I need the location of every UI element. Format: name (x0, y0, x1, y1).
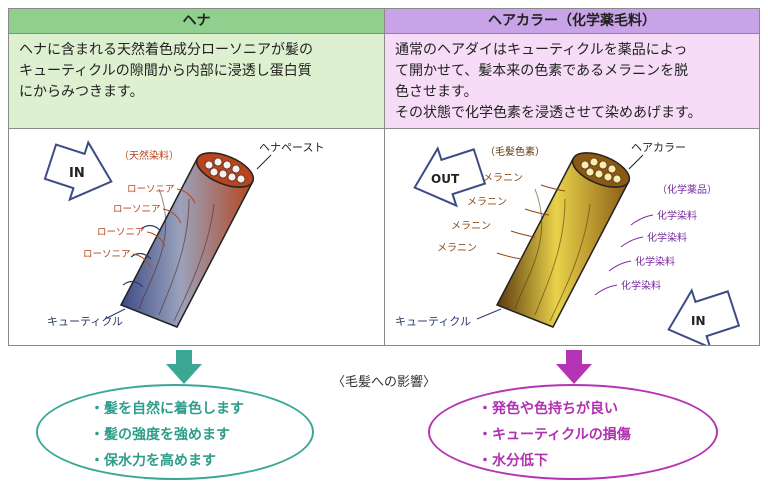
chemical-dye-label: 化学染料 (657, 209, 697, 222)
henna-header: ヘナ (9, 9, 384, 33)
haircolor-cuticle-pointer (476, 308, 502, 320)
hair-color-label: ヘアカラー (631, 141, 686, 154)
haircolor-hair-strand-icon (495, 152, 631, 328)
natural-dye-label: （天然染料） (119, 149, 179, 162)
haircolor-desc-line: て開かせて、髪本来の色素であるメラニンを脱 (395, 63, 689, 79)
henna-effects: ・髪を自然に着色します ・髪の強度を強めます ・保水力を高めます (36, 384, 314, 480)
haircolor-effect-item: ・発色や色持ちが良い (478, 401, 618, 417)
haircolor-cuticle-label: キューティクル (395, 315, 471, 328)
description-divider (8, 128, 760, 129)
impact-title: 〈毛髪への影響〉 (331, 375, 436, 390)
haircolor-in-label: IN (691, 314, 706, 328)
in-arrow-icon (43, 140, 113, 202)
melanin-arrows (496, 184, 566, 260)
chemical-dye-label: 化学染料 (635, 255, 675, 268)
melanin-label: メラニン (467, 196, 507, 208)
henna-in-label: IN (69, 166, 85, 181)
out-arrow-icon (413, 146, 487, 208)
melanin-label: メラニン (437, 242, 477, 254)
henna-cuticle-pointer (104, 308, 126, 320)
henna-paste-pointer (256, 154, 272, 170)
haircolor-desc-line: その状態で化学色素を浸透させて染めあげます。 (395, 105, 702, 121)
lawsone-arrows (132, 188, 196, 269)
henna-description: ヘナに含まれる天然着色成分ローソニアが髪の キューティクルの隙間から内部に浸透し… (9, 34, 384, 128)
haircolor-effect-item: ・水分低下 (478, 453, 548, 469)
chemical-dye-label: 化学染料 (621, 279, 661, 292)
haircolor-effects: ・発色や色持ちが良い ・キューティクルの損傷 ・水分低下 (428, 384, 718, 480)
chemical-dye-label: 化学染料 (647, 231, 687, 244)
lawsone-label: ローソニア (83, 249, 131, 260)
haircolor-desc-line: 色させます。 (395, 84, 478, 100)
henna-cuticle-label: キューティクル (47, 315, 123, 328)
henna-hair-strand-icon (119, 152, 255, 328)
haircolor-down-arrow-icon (556, 350, 592, 384)
haircolor-hair-diagram: OUT （毛髪色素） ヘアカラー （化学薬品） メラニン メラニン メラニン メ… (395, 141, 741, 345)
lawsone-label: ローソニア (97, 227, 145, 238)
hair-color-pointer (628, 154, 644, 170)
haircolor-desc-line: 通常のヘアダイはキューティクルを薬品によっ (395, 42, 688, 58)
henna-effect-item: ・髪の強度を強めます (90, 427, 230, 443)
henna-desc-line: キューティクルの隙間から内部に浸透し蛋白質 (19, 63, 312, 79)
henna-paste-label: ヘナペースト (259, 141, 324, 154)
haircolor-effect-item: ・キューティクルの損傷 (478, 427, 631, 443)
henna-hair-diagram: IN （天然染料） ヘナペースト ローソニア ローソニア ローソニア ローソニア… (43, 140, 324, 328)
out-label: OUT (431, 172, 460, 186)
dye-arrows (594, 214, 654, 296)
lawsone-label: ローソニア (113, 204, 161, 215)
header-divider (8, 33, 760, 34)
henna-effect-item: ・髪を自然に着色します (90, 401, 244, 417)
haircolor-description: 通常のヘアダイはキューティクルを薬品によっ て開かせて、髪本来の色素であるメラニ… (385, 34, 759, 128)
lawsone-label: ローソニア (127, 184, 175, 195)
hair-pigment-label: （毛髪色素） (485, 145, 545, 158)
column-divider (384, 8, 385, 346)
henna-effect-item: ・保水力を高めます (90, 453, 216, 469)
henna-desc-line: ヘナに含まれる天然着色成分ローソニアが髪の (19, 42, 313, 58)
henna-down-arrow-icon (166, 350, 202, 384)
haircolor-header: ヘアカラー（化学薬毛料） (385, 9, 759, 33)
chemical-label: （化学薬品） (657, 183, 717, 196)
melanin-label: メラニン (483, 172, 523, 184)
henna-desc-line: にからみつきます。 (19, 84, 144, 100)
haircolor-in-arrow-icon (667, 288, 741, 345)
melanin-label: メラニン (451, 220, 491, 232)
